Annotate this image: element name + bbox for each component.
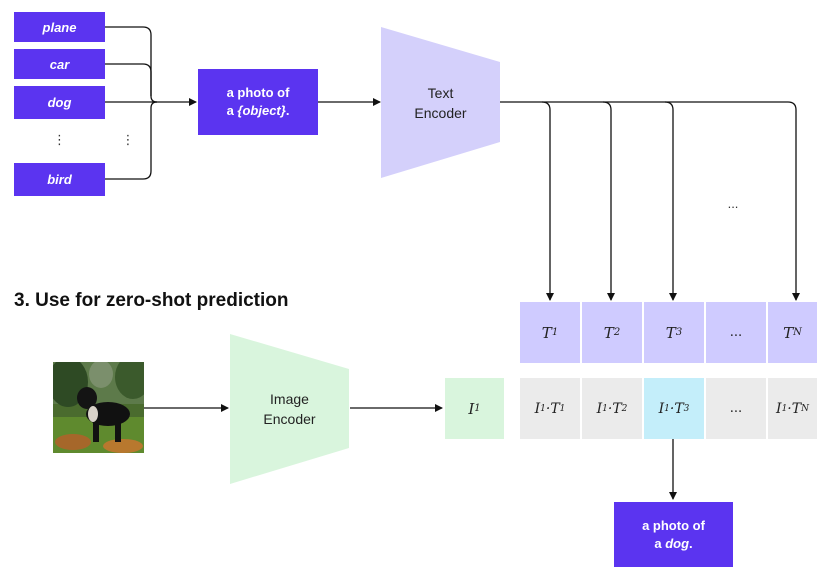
- text-encoder-label: Text Encoder: [414, 85, 467, 121]
- section-heading: 3. Use for zero-shot prediction: [14, 290, 289, 311]
- product-ellipsis: ...: [706, 378, 766, 439]
- image-encoder-label: Image Encoder: [263, 391, 316, 427]
- prompt-object-placeholder: {object}: [237, 103, 286, 118]
- result-class-name: dog: [665, 535, 690, 551]
- arrow-to-t1: [541, 101, 554, 301]
- between-arrows-ellipsis: ...: [727, 195, 739, 211]
- label-ellipsis: ⋮: [53, 132, 66, 147]
- bracket-plane: [105, 26, 158, 103]
- bracket-car: [105, 63, 152, 96]
- prompt-line1: a photo of: [226, 85, 290, 100]
- text-embedding-ellipsis: ...: [706, 302, 766, 363]
- fan-out-line: [500, 101, 800, 301]
- prediction-result-box: a photo of a dog.: [614, 502, 733, 567]
- label-bird: bird: [14, 163, 105, 196]
- image-encoder-shape: [230, 334, 349, 484]
- result-line2: a dog.: [654, 535, 693, 551]
- prompt-line2: a {object}.: [226, 103, 290, 118]
- bracket-bird: [105, 101, 158, 180]
- text-encoder-shape: [381, 27, 500, 178]
- label-ellipsis-right: ⋮: [121, 132, 135, 147]
- arrow-to-t3: [664, 101, 677, 301]
- label-dog: dog: [14, 86, 105, 119]
- label-car: car: [14, 49, 105, 79]
- label-plane: plane: [14, 12, 105, 42]
- prompt-template-box: a photo of a {object}.: [198, 69, 318, 135]
- arrow-to-t2: [602, 101, 615, 301]
- dog-photo-icon: [53, 362, 144, 453]
- result-line1: a photo of: [642, 517, 705, 533]
